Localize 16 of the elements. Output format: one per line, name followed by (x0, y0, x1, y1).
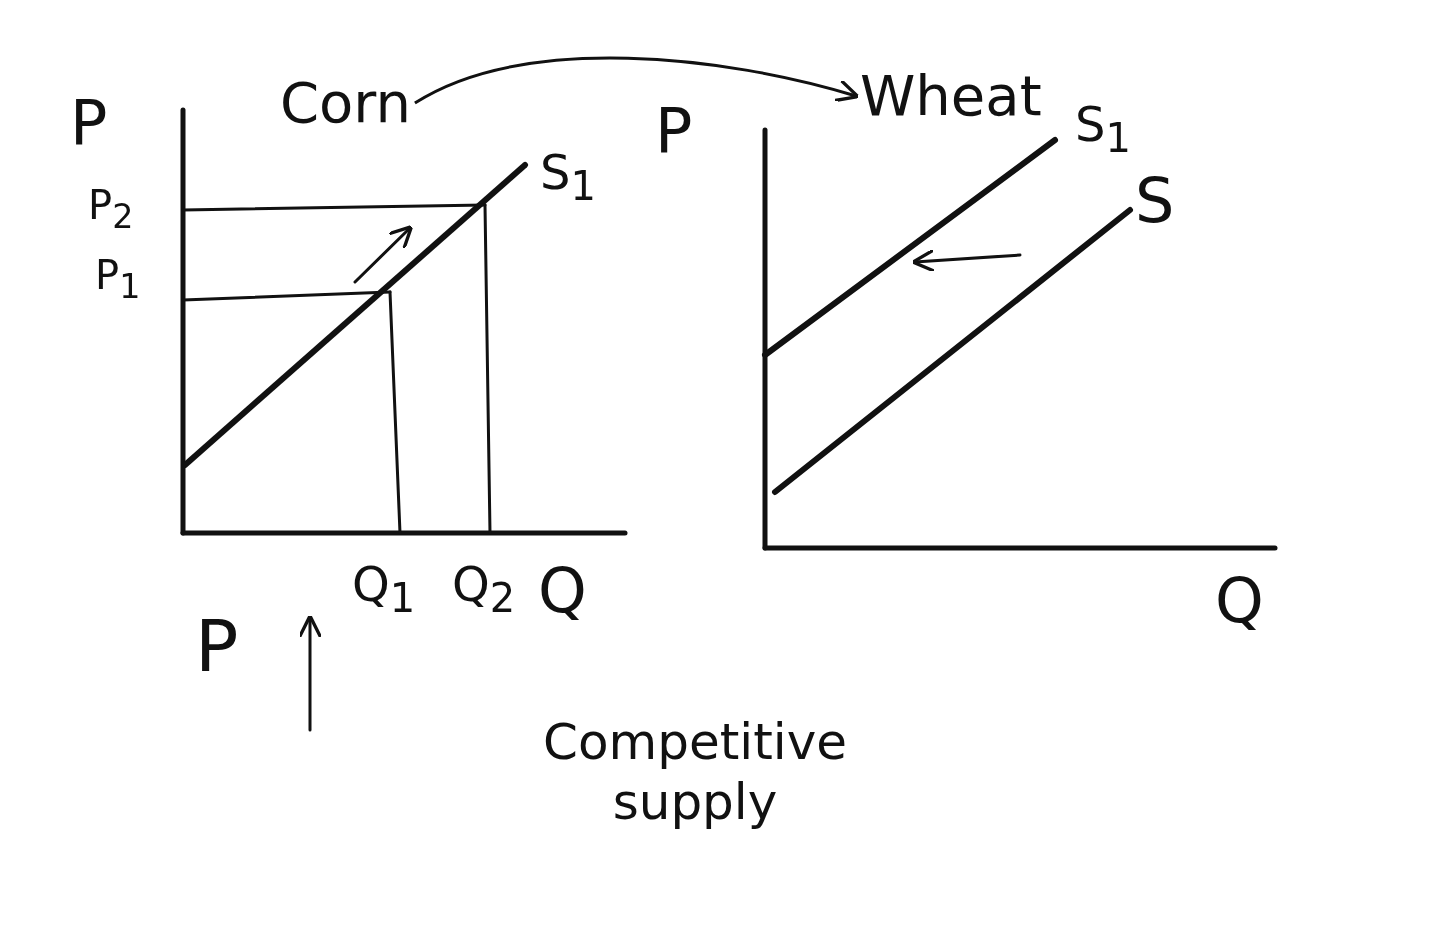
axis-label: P (655, 100, 693, 162)
axis-label: Q (1215, 570, 1264, 632)
quantity-label: Q$_{1}$ (352, 560, 416, 618)
graph-title: Corn (280, 75, 411, 131)
price-label: P$_{2}$ (88, 185, 134, 234)
price-label: P (195, 610, 239, 682)
axis-label: Q (538, 560, 587, 622)
curved-arrow (414, 56, 860, 105)
curve-label: S$_{1}$ (540, 148, 596, 206)
axis-label: P (70, 92, 108, 154)
caption-text: Competitive supply (541, 712, 849, 832)
graph-title: Wheat (860, 68, 1042, 124)
price-label: P$_{1}$ (95, 255, 141, 304)
quantity-label: Q$_{2}$ (452, 560, 516, 618)
curve-label: S (1135, 170, 1175, 232)
curve-label: S$_{1}$ (1075, 100, 1131, 158)
